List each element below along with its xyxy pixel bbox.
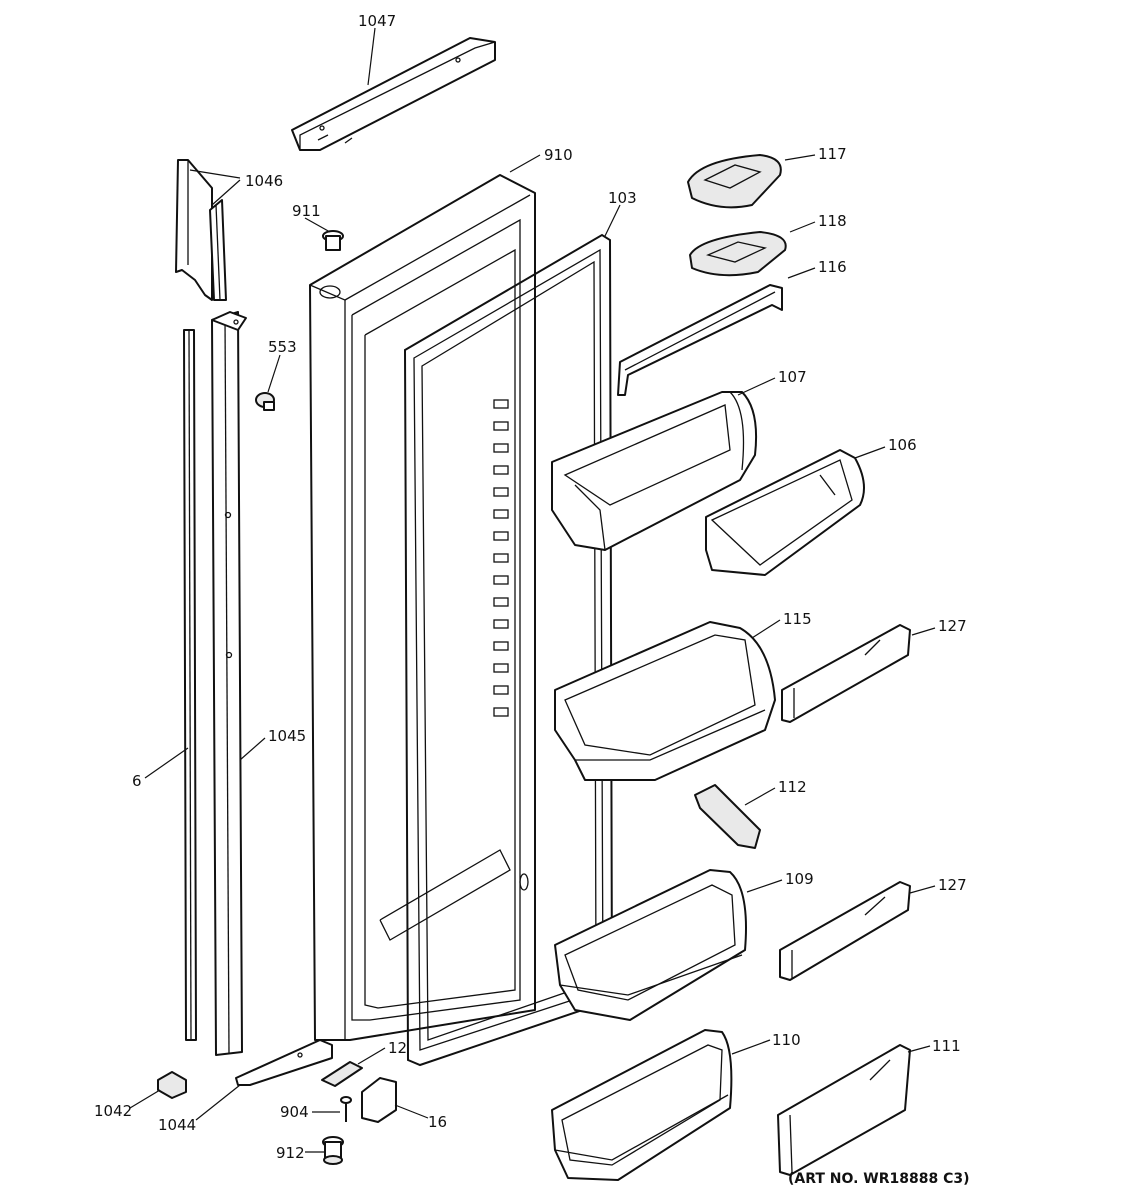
part-6-trim-strip[interactable] [183, 329, 197, 1041]
callout-116: 116 [818, 258, 847, 276]
callout-109: 109 [785, 870, 814, 888]
part-127-bin-end-cap-upper[interactable] [781, 624, 911, 723]
part-1045-side-trim[interactable] [211, 311, 247, 1056]
callout-904: 904 [280, 1103, 309, 1121]
callout-112: 112 [778, 778, 807, 796]
callout-103: 103 [608, 189, 637, 207]
callout-127-upper: 127 [938, 617, 967, 635]
art-number: (ART NO. WR18888 C3) [788, 1171, 970, 1187]
callout-118: 118 [818, 212, 847, 230]
callout-6: 6 [132, 772, 142, 790]
part-16-hinge-block[interactable] [361, 1077, 397, 1123]
part-12-bracket[interactable] [321, 1061, 363, 1087]
part-553-screw[interactable] [255, 392, 275, 411]
callout-labels: 1047 1046 910 911 103 117 118 116 553 10… [94, 12, 967, 1162]
callout-910: 910 [544, 146, 573, 164]
part-1042-bracket[interactable] [157, 1071, 187, 1099]
callout-127-lower: 127 [938, 876, 967, 894]
part-115-door-bin[interactable] [554, 621, 776, 781]
callout-16: 16 [428, 1113, 447, 1131]
part-911-plug[interactable] [322, 230, 344, 251]
callout-12: 12 [388, 1039, 407, 1057]
door-shelf-rail-bumps [493, 399, 509, 717]
callout-117: 117 [818, 145, 847, 163]
part-1044-hinge-plate[interactable] [235, 1039, 333, 1086]
part-116-trim-bar[interactable] [617, 284, 783, 396]
part-910-door-panel[interactable] [309, 174, 536, 1041]
callout-1047: 1047 [358, 12, 396, 30]
callout-106: 106 [888, 436, 917, 454]
callout-1044: 1044 [158, 1116, 196, 1134]
part-1047-top-hinge-cover[interactable] [291, 37, 496, 151]
part-107-door-bin[interactable] [551, 391, 758, 551]
callout-110: 110 [772, 1031, 801, 1049]
callout-1045: 1045 [268, 727, 306, 745]
part-112-clip[interactable] [694, 784, 761, 849]
part-117-cover[interactable] [687, 154, 782, 209]
part-904-screw[interactable] [340, 1096, 352, 1122]
callout-911: 911 [292, 202, 321, 220]
part-912-bushing[interactable] [322, 1136, 344, 1165]
part-111-bin-end-cap[interactable] [777, 1044, 911, 1176]
part-118-tray[interactable] [689, 231, 787, 277]
part-1046-hinge-bracket[interactable] [175, 159, 227, 301]
leader-lines [129, 27, 936, 1153]
part-109-door-bin[interactable] [554, 869, 747, 1021]
part-127-bin-end-cap-lower[interactable] [779, 881, 911, 981]
callout-912: 912 [276, 1144, 305, 1162]
callout-1046: 1046 [245, 172, 283, 190]
callout-115: 115 [783, 610, 812, 628]
callout-1042: 1042 [94, 1102, 132, 1120]
callout-553: 553 [268, 338, 297, 356]
callout-111: 111 [932, 1037, 961, 1055]
callout-107: 107 [778, 368, 807, 386]
part-110-door-bin[interactable] [551, 1029, 733, 1181]
